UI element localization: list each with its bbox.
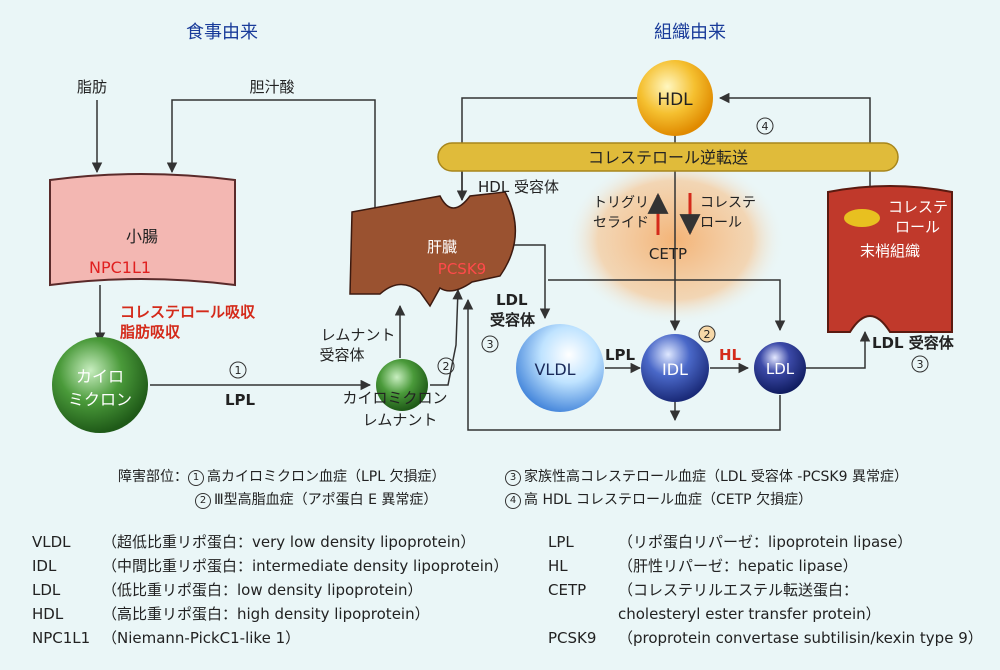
remnant-label-2: レムナント xyxy=(363,411,438,429)
legend-item: VLDL（超低比重リポ蛋白：very low density lipoprote… xyxy=(32,533,476,551)
marker-1: 1 xyxy=(229,361,247,379)
cholesterol-droplet xyxy=(844,209,880,227)
cholesterol-absorption-label: コレステロール吸収 xyxy=(120,303,256,321)
hdl-label: HDL xyxy=(657,90,693,110)
intestine-label: 小腸 xyxy=(126,227,158,246)
remnant-receptor-label-2: 受容体 xyxy=(319,346,364,364)
legend-item: PCSK9（proprotein convertase subtilisin/k… xyxy=(548,629,983,647)
cetp-to-ldl-arrow xyxy=(548,279,786,332)
svg-text:1: 1 xyxy=(235,364,242,377)
peripheral-chol-label-2: ロール xyxy=(895,218,940,236)
lpl-intestine-label: LPL xyxy=(225,391,256,409)
marker-2-idl: 2 xyxy=(698,325,716,343)
legend-item: cholesteryl ester transfer protein） xyxy=(618,605,881,623)
lpl-enzyme-label: LPL xyxy=(605,346,636,364)
vldl-label: VLDL xyxy=(534,360,575,379)
vldl-particle xyxy=(516,324,604,412)
peripheral-ldl-receptor-label: LDL 受容体 xyxy=(872,334,955,352)
remnant-to-liver-arrow xyxy=(430,288,463,386)
remnant-receptor-label-1: レムナント xyxy=(321,326,396,344)
marker-4: 4 xyxy=(756,117,774,135)
chol-label-1: コレステ xyxy=(700,195,756,211)
idl-particle xyxy=(641,334,709,402)
marker-3-liver: 3 xyxy=(481,335,499,353)
legend-item: LPL（リポ蛋白リパーゼ：lipoprotein lipase） xyxy=(548,533,913,551)
cetp-label: CETP xyxy=(649,245,687,263)
heading-dietary: 食事由来 xyxy=(186,22,258,43)
fat-label: 脂肪 xyxy=(77,78,107,96)
npc1l1-label: NPC1L1 xyxy=(89,258,151,277)
marker-2-remnant: 2 xyxy=(437,357,455,375)
hdl-receptor-label: HDL 受容体 xyxy=(478,178,559,196)
tg-label-1: トリグリ xyxy=(593,195,649,211)
chylomicron-label-2: ミクロン xyxy=(68,390,132,409)
svg-text:4: 4 xyxy=(762,120,769,133)
reverse-transport-bar xyxy=(437,142,899,172)
legend-item: IDL（中間比重リポ蛋白：intermediate density lipopr… xyxy=(32,557,509,575)
pcsk9-label: PCSK9 xyxy=(438,260,486,278)
tg-label-2: セライド xyxy=(593,215,649,231)
hdl-particle xyxy=(637,60,713,136)
peripheral-tissue-label: 末梢組織 xyxy=(860,242,920,260)
legend-item: CETP（コレステリルエステル転送蛋白： xyxy=(548,581,859,599)
svg-text:2: 2 xyxy=(704,328,711,341)
ldl-receptor-label-2: 受容体 xyxy=(490,311,536,329)
legend-item: NPC1L1（Niemann-PickC1-like 1） xyxy=(32,629,301,647)
chylomicron-label-1: カイロ xyxy=(76,367,124,386)
ldl-receptor-label-1: LDL xyxy=(496,291,528,309)
liver xyxy=(349,191,516,308)
peripheral-chol-label-1: コレステ xyxy=(888,198,948,216)
small-intestine xyxy=(49,173,236,287)
chol-label-2: ロール xyxy=(700,215,742,231)
disorder-prefix: 障害部位： xyxy=(118,469,188,485)
legend-left: VLDL（超低比重リポ蛋白：very low density lipoprote… xyxy=(32,530,508,650)
ldl-to-peripheral-arrow xyxy=(805,330,871,369)
bile-acid-label: 胆汁酸 xyxy=(249,78,294,96)
bile-acid-arrow xyxy=(166,99,376,210)
idl-label: IDL xyxy=(662,360,688,379)
liver-label: 肝臓 xyxy=(427,238,457,256)
chylomicron xyxy=(52,337,148,433)
legend-item: HL（肝性リパーゼ：hepatic lipase） xyxy=(548,557,858,575)
hl-enzyme-label: HL xyxy=(719,346,742,364)
ldl-label: LDL xyxy=(766,360,795,378)
svg-text:3: 3 xyxy=(487,338,494,351)
svg-text:2: 2 xyxy=(443,360,450,373)
heading-tissue: 組織由来 xyxy=(654,22,726,43)
marker-3-peripheral: 3 xyxy=(911,355,929,373)
remnant-label-1: カイロミクロン xyxy=(342,389,447,407)
svg-text:3: 3 xyxy=(917,358,924,371)
chylomicron-remnant xyxy=(376,359,428,411)
legend-item: HDL（高比重リポ蛋白：high density lipoprotein） xyxy=(32,605,430,623)
fat-absorption-label: 脂肪吸収 xyxy=(120,323,181,341)
legend-right: LPL（リポ蛋白リパーゼ：lipoprotein lipase） HL（肝性リパ… xyxy=(548,530,983,650)
reverse-transport-label: コレステロール逆転送 xyxy=(588,148,748,167)
ldl-return-arrow xyxy=(462,298,781,431)
legend-item: LDL（低比重リポ蛋白：low density lipoprotein） xyxy=(32,581,423,599)
liver-to-vldl-arrow xyxy=(505,244,551,320)
ldl-particle xyxy=(754,342,806,394)
